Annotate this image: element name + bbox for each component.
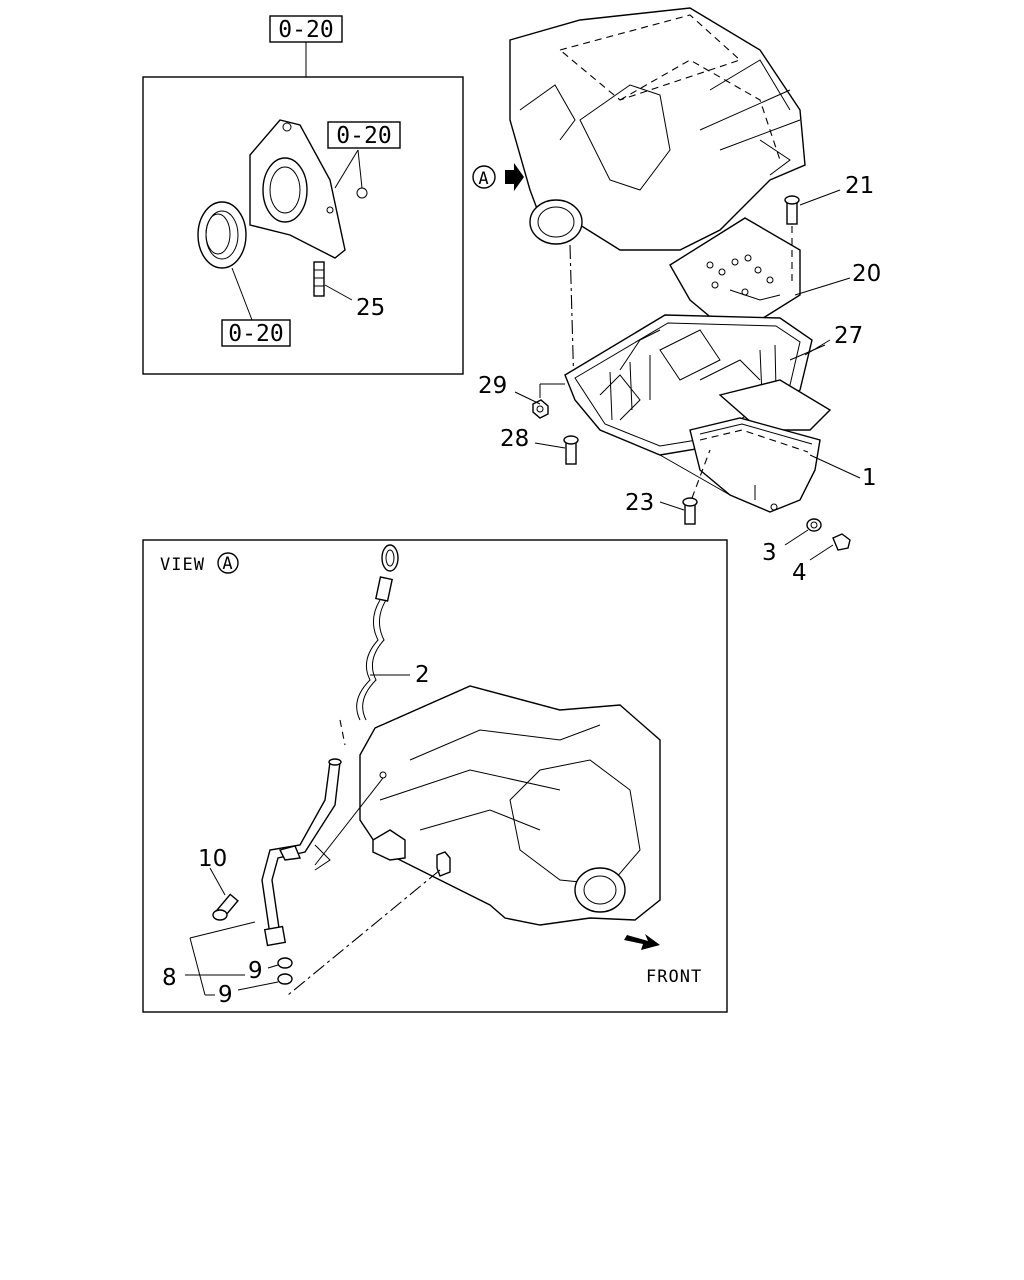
ref-box-right[interactable] [327,121,401,149]
engine-block-view-a [287,685,661,996]
front-direction: FRONT [624,934,702,987]
callout-9-upper: 9 [248,958,263,984]
upper-oil-pan: 27 [564,314,863,456]
callout-28: 28 [500,426,529,452]
callout-27: 27 [834,323,863,349]
callout-23: 23 [625,490,654,516]
callout-4: 4 [792,560,807,586]
dipstick-guide-tube [261,758,342,947]
rear-oil-seal [197,201,247,269]
callout-3: 3 [762,540,777,566]
ref-label-top: 0-20 [278,17,333,43]
baffle-bolt: 21 [784,173,874,285]
callout-20: 20 [852,261,881,287]
rear-seal-inset: 0-20 25 0-20 0-20 [142,15,464,375]
guide-tube-bolt: 10 [198,846,239,921]
front-arrow-icon [624,934,660,950]
ref-label-bottom: 0-20 [228,321,283,347]
callout-21: 21 [845,173,874,199]
pan-bolt: 28 [500,426,579,465]
inset-frame [142,76,464,375]
view-a-title: VIEW [160,555,205,575]
ref-box-bottom[interactable] [221,319,291,347]
callout-8: 8 [162,965,177,991]
view-a-letter: A [478,169,489,189]
drain-plug: 4 [792,533,851,586]
o-ring-upper: 9 [248,957,293,984]
oil-baffle-plate: 20 [669,217,881,326]
view-a-marker: A [472,163,524,191]
lower-oil-pan: 1 [659,417,877,513]
callout-25: 25 [356,295,385,321]
view-direction-arrow-icon [505,163,524,191]
retainer-bolt [313,261,325,297]
callout-29: 29 [478,373,507,399]
ref-label-right: 0-20 [336,123,391,149]
callout-10: 10 [198,846,227,872]
front-label: FRONT [646,967,702,987]
engine-block-upper [509,7,806,391]
view-a-frame [142,539,728,1013]
lower-pan-bolt: 23 [625,449,711,525]
view-a-inset: VIEW A 2 10 [142,539,728,1013]
view-a-title-letter: A [222,554,233,574]
view-a-circle-marker [472,165,496,189]
pan-nut: 29 [478,373,565,419]
callout-2: 2 [415,662,430,688]
guide-tube-bracket-callout: 8 [162,921,256,996]
view-a-title-circle [217,552,239,574]
drain-washer: 3 [762,518,822,566]
o-ring-lower: 9 [218,973,293,1008]
callout-9-lower: 9 [218,982,233,1008]
retainer-dowel [356,187,368,199]
callout-1: 1 [862,465,877,491]
oil-dipstick: 2 [339,544,430,746]
